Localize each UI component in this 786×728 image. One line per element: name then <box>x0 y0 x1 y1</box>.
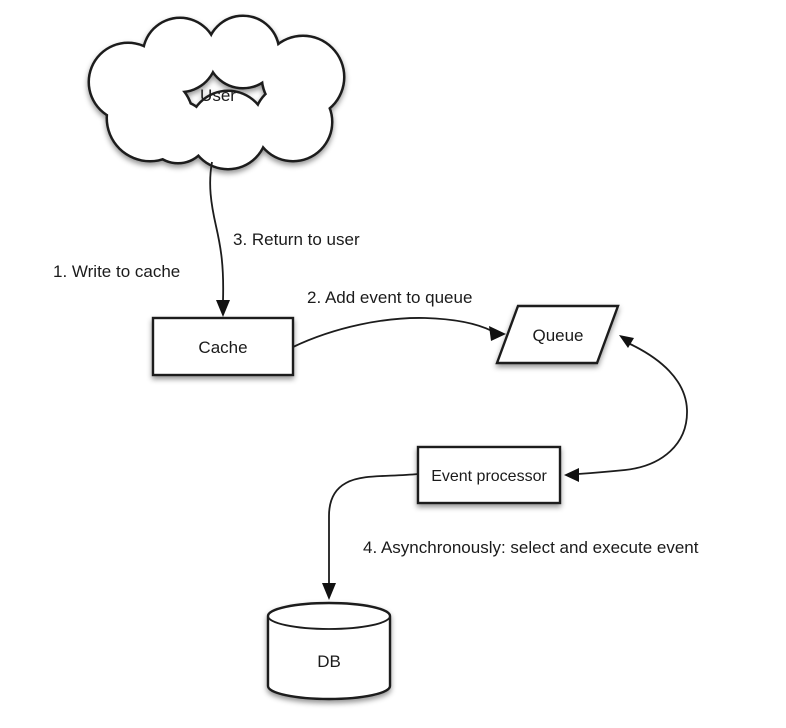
arrowhead-into-queue-icon <box>489 326 506 341</box>
edge-queue-event-processor <box>564 335 688 482</box>
queue-label: Queue <box>532 326 583 345</box>
edge-cache-to-queue-line <box>292 317 493 348</box>
cache-label: Cache <box>198 338 247 357</box>
arrowhead-into-queue-right-icon <box>619 335 634 348</box>
edge-label-write-to-cache: 1. Write to cache <box>53 262 180 281</box>
db-label: DB <box>317 652 341 671</box>
event-processor-shape <box>416 445 562 505</box>
arrowhead-into-db-icon <box>322 583 336 600</box>
event-processor-label: Event processor <box>431 468 547 485</box>
node-cache: Cache <box>151 316 295 377</box>
node-db: DB <box>266 601 392 701</box>
node-user: User <box>87 14 346 171</box>
edge-cache-to-queue <box>292 317 506 348</box>
queue-shape <box>495 304 620 365</box>
node-queue: Queue <box>495 304 620 365</box>
edge-label-add-event-to-queue: 2. Add event to queue <box>307 288 472 307</box>
node-event-processor: Event processor <box>416 445 562 505</box>
edge-event-processor-to-db <box>322 473 419 600</box>
edge-label-return-to-user: 3. Return to user <box>233 230 360 249</box>
user-label: User <box>200 86 236 105</box>
arrowhead-into-event-processor-icon <box>564 468 579 482</box>
edge-user-to-cache <box>209 161 230 317</box>
edge-user-to-cache-line <box>209 161 225 302</box>
edge-label-asynchronously: 4. Asynchronously: select and execute ev… <box>363 538 699 557</box>
arrowhead-into-cache-icon <box>216 300 230 317</box>
edge-event-processor-to-db-line <box>328 473 419 585</box>
edge-queue-event-processor-line <box>577 342 688 475</box>
cloud-shape <box>87 14 346 171</box>
db-shape <box>266 601 392 701</box>
